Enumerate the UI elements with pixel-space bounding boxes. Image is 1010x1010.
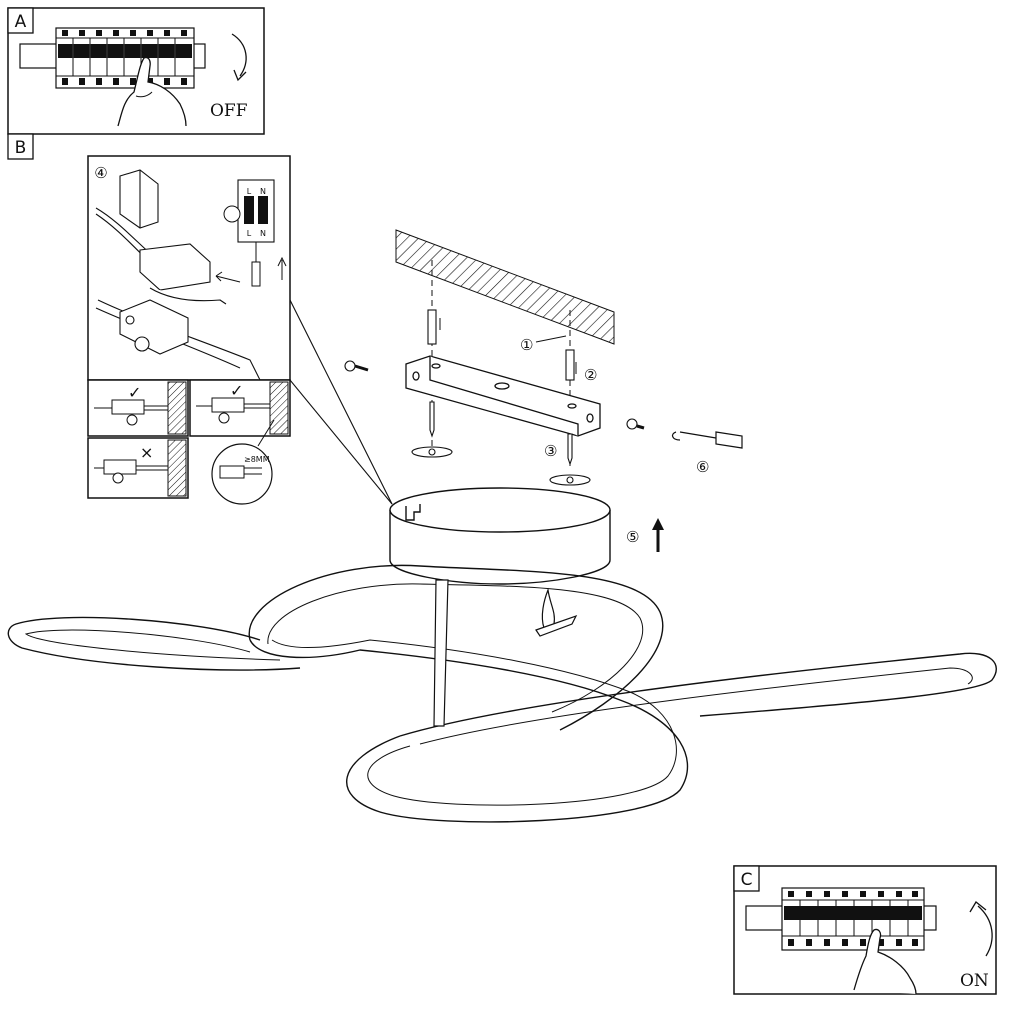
screwdriver-icon [671,431,743,449]
breaker-row-c [781,887,925,951]
arrow-up-icon [652,518,664,530]
panel-b-label-box [7,133,34,160]
panel-c-caption: ON [960,971,989,991]
step-3-marker: ③ [544,442,557,460]
panel-c-breaker-on: C [733,865,997,995]
ceiling-hatch [395,229,615,345]
hand-icon [117,56,187,127]
connected-terminal [95,299,261,381]
lamp-ring-outer-left [7,616,301,671]
breaker-row [55,27,195,89]
terminal-bottom-l: L [247,229,252,238]
step-5-marker: ⑤ [626,528,639,546]
terminal-block-ln: L N L N [223,179,287,287]
step-4-marker: ④ [94,164,107,182]
screws [344,360,645,486]
strip-length-label: ≥8MM [244,455,270,464]
panel-b-label: B [15,138,27,158]
lamp-support-rods [433,579,578,727]
correct-mark-2: ✓ [230,381,243,400]
terminal-top-n: N [260,187,266,196]
step-2-marker: ② [584,366,597,384]
lamp-ring-outer-right [399,652,997,745]
lamp-ring-swirl [248,564,689,823]
ceiling-lamp [7,487,997,823]
terminal-top-l: L [247,187,252,196]
step-1-marker: ① [520,336,533,354]
terminal-bottom-n: N [260,229,266,238]
mounting-bracket [405,355,601,437]
lamp-canopy [389,487,611,585]
panel-b-label-group: B [7,133,34,160]
wiring-detail-panel: ④ L N L N [87,155,291,505]
arrow-up-curved-icon [977,905,993,957]
terminal-block-open [95,169,227,305]
ceiling-mounting: ① ② ③ ⑥ ⑤ [344,229,743,552]
hand-icon-c [853,928,917,995]
panel-c-label-box [733,865,760,892]
panel-a-label: A [15,12,27,32]
panel-a-label-box [7,7,34,34]
wrong-mark: × [140,443,153,462]
arrow-down-icon [231,33,247,77]
panel-a-breaker-off: A [7,7,265,135]
panel-a-caption: OFF [210,101,248,121]
step-6-marker: ⑥ [696,458,709,476]
wire-check-grid: ✓ ✓ × ≥8MM [87,379,291,505]
correct-mark-1: ✓ [128,383,141,402]
panel-c-label: C [741,870,753,890]
